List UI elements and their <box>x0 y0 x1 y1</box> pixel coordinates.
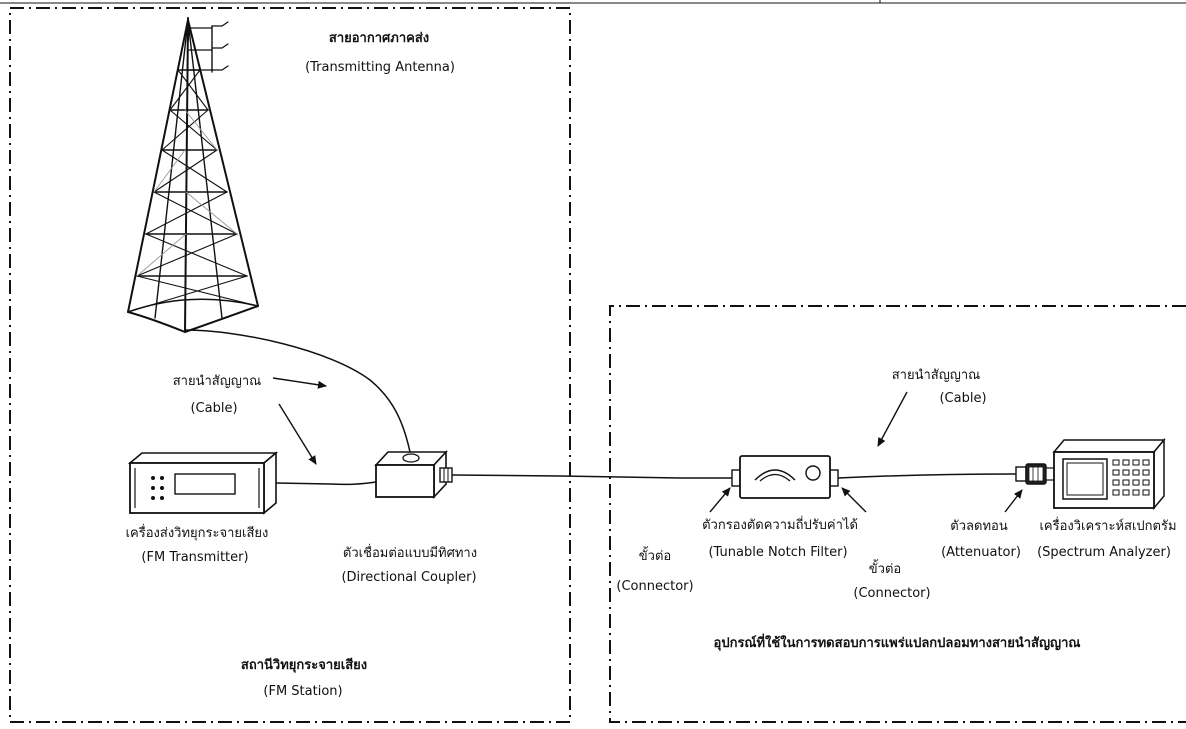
test-equipment-title: อุปกรณ์ที่ใช้ในการทดสอบการแพร่แปลกปลอมทา… <box>713 636 1081 651</box>
cable-arrow-to-transmitter-cable <box>278 403 317 465</box>
antenna-cable <box>184 329 411 453</box>
transmitter-cable <box>275 481 377 486</box>
spectrum-analyzer-label-th: เครื่องวิเคราะห์สเปกตรัม <box>1039 519 1177 534</box>
coupler-label-th: ตัวเชื่อมต่อแบบมีทิศทาง <box>342 546 478 561</box>
analyzer-cable <box>837 473 1017 479</box>
cable-arrow-to-analyzer-cable <box>877 391 908 447</box>
directional-coupler-icon <box>374 449 453 500</box>
fm-transmitter-icon <box>127 451 279 515</box>
tunable-notch-filter-icon <box>731 455 839 499</box>
spectrum-analyzer-icon <box>1052 437 1166 511</box>
attenuator-label-th: ตัวลดทอน <box>950 519 1008 534</box>
attenuator-icon <box>1015 463 1055 485</box>
coupler-label-en: (Directional Coupler) <box>341 570 477 585</box>
antenna-label-en: (Transmitting Antenna) <box>305 60 455 75</box>
main-cable <box>451 474 735 479</box>
attenuator-label-en: (Attenuator) <box>941 545 1021 560</box>
connector-right-label-th: ขั้วต่อ <box>868 562 902 577</box>
spectrum-analyzer-label-en: (Spectrum Analyzer) <box>1037 545 1171 560</box>
connector-right-label-en: (Connector) <box>853 586 931 601</box>
cable-arrow-to-antenna-cable <box>272 377 327 389</box>
connector-left-label-en: (Connector) <box>616 579 694 594</box>
notch-filter-label-en: (Tunable Notch Filter) <box>708 545 848 560</box>
transmitter-label-en: (FM Transmitter) <box>141 550 249 565</box>
cable-right-label-th: สายนำสัญญาณ <box>891 368 981 383</box>
transmitter-label-th: เครื่องส่งวิทยุกระจายเสียง <box>125 526 269 541</box>
attenuator-arrow <box>1004 489 1023 513</box>
cable-left-label-en: (Cable) <box>190 401 238 416</box>
connector-arrow-left <box>709 487 731 513</box>
cable-left-label-th: สายนำสัญญาณ <box>172 374 262 389</box>
pointer-arrows <box>272 377 1023 513</box>
station-title-en: (FM Station) <box>263 684 343 699</box>
connector-left-label-th: ขั้วต่อ <box>638 549 672 564</box>
station-title-th: สถานีวิทยุกระจายเสียง <box>240 658 368 673</box>
test-equipment-boundary <box>609 305 1186 723</box>
fm-station-boundary <box>9 7 571 723</box>
antenna-tower-icon <box>127 17 259 334</box>
antenna-label-th: สายอากาศภาคส่ง <box>328 31 430 46</box>
connector-arrow-right <box>841 487 867 513</box>
cable-right-label-en: (Cable) <box>939 391 987 406</box>
notch-filter-label-th: ตัวกรองตัดความถี่ปรับค่าได้ <box>702 518 858 533</box>
